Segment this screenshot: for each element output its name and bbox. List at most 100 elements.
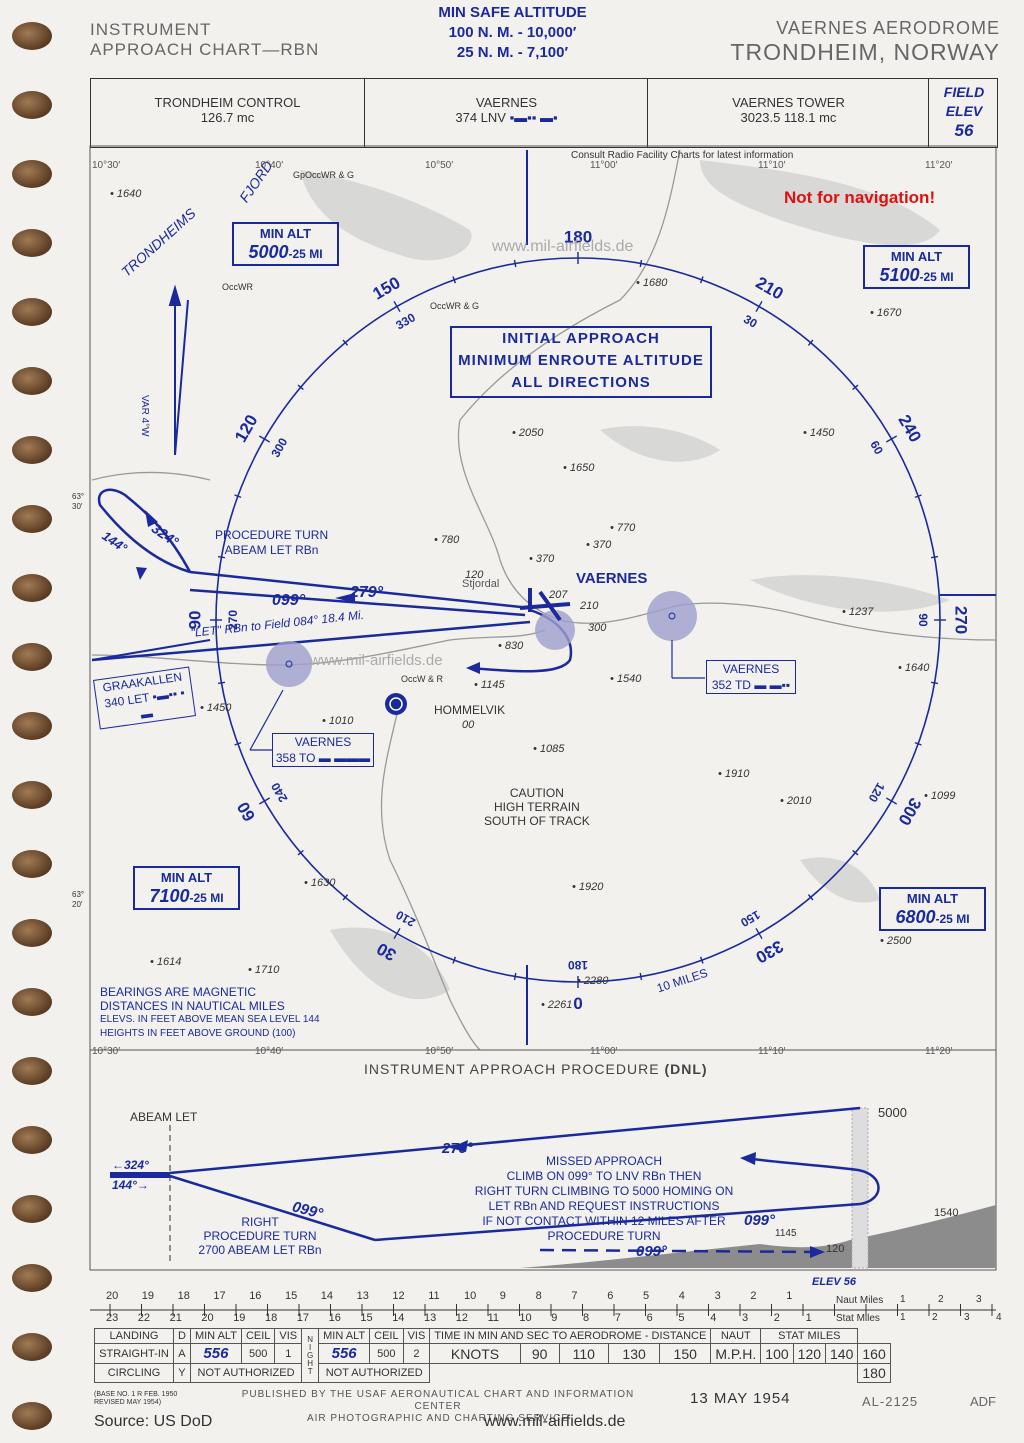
scale-stat-value: 12 — [455, 1312, 469, 1324]
latitude-label-2: 63° 20′ — [72, 890, 85, 909]
binder-ring — [12, 781, 52, 809]
procedure-turn-label: PROCEDURE TURN ABEAM LET RBn — [215, 528, 328, 558]
sector-ne-box: MIN ALT 5100-25 MI — [863, 245, 970, 289]
scale-naut-value: 8 — [535, 1290, 542, 1302]
spot-height: • 1920 — [572, 881, 604, 893]
right-pt-1: RIGHT — [241, 1215, 279, 1229]
spot-height: • 370 — [529, 553, 555, 565]
binder-ring — [12, 1333, 52, 1361]
rose-inner-label: 240 — [268, 780, 290, 805]
abeam-label: ABEAM LET — [130, 1110, 198, 1124]
caution-line1: CAUTION — [509, 786, 564, 800]
spot-height: • 1085 — [533, 743, 565, 755]
chart-notes: BEARINGS ARE MAGNETIC DISTANCES IN NAUTI… — [100, 985, 320, 1041]
mph-120: 120 — [792, 1343, 827, 1364]
watermark-mid: www.mil-airfields.de — [310, 652, 443, 669]
light-label: OccWR & G — [430, 301, 479, 311]
control-cell: TRONDHEIM CONTROL 126.7 mc — [91, 79, 365, 147]
rose-tick — [852, 849, 859, 856]
spot-height: • 1640 — [898, 662, 930, 674]
knots-130: 130 — [608, 1343, 661, 1364]
night-ceil: 500 — [369, 1343, 404, 1364]
scale-stat-value: 15 — [360, 1312, 373, 1324]
binder-ring — [12, 22, 52, 50]
profile-title: INSTRUMENT APPROACH PROCEDURE (DNL) — [364, 1061, 708, 1077]
missed-3: RIGHT TURN CLIMBING TO 5000 HOMING ON — [474, 1184, 734, 1198]
rose-inner-label: 60 — [867, 438, 886, 457]
rose-outer-label: 180 — [564, 227, 592, 246]
rose-outer-label: 0 — [573, 994, 582, 1013]
rose-tick — [258, 797, 271, 805]
beacon-td-box: VAERNES 352 TD ▬ ▬▪▪ — [706, 660, 796, 694]
scale-naut-value: 14 — [320, 1290, 334, 1302]
rose-tick — [258, 435, 271, 443]
rose-tick — [699, 276, 704, 284]
watermark-top: www.mil-airfields.de — [492, 238, 634, 255]
night-g: G — [307, 1350, 314, 1360]
binder-ring — [12, 505, 52, 533]
rose-outer-label: 210 — [752, 273, 786, 304]
min-safe-altitude: MIN SAFE ALTITUDE 100 N. M. - 10,000′ 25… — [400, 3, 625, 63]
town-hommelvik: HOMMELVIK — [434, 703, 506, 717]
mph-label: M.P.H. — [710, 1343, 762, 1364]
night-vis: 2 — [402, 1343, 431, 1364]
spot-height: 300 — [588, 622, 607, 634]
rose-tick — [807, 894, 814, 901]
missed-approach-text: MISSED APPROACH CLIMB ON 099° TO LNV RBn… — [446, 1154, 762, 1244]
sector-sw-label: MIN ALT — [160, 870, 213, 885]
lon-top-label: 11°10′ — [758, 160, 786, 171]
night-not-auth: NOT AUTHORIZED — [318, 1363, 431, 1383]
spot-height: • 2500 — [880, 935, 912, 947]
caution-note: CAUTION HIGH TERRAIN SOUTH OF TRACK — [484, 786, 590, 828]
scale-stat-value: 1 — [805, 1312, 812, 1324]
spot-height: • 370 — [586, 539, 612, 551]
knots-label: KNOTS — [429, 1343, 521, 1364]
night-i: I — [309, 1342, 312, 1352]
col-vis-n: VIS — [402, 1328, 431, 1344]
light-label: GpOccWR & G — [293, 170, 355, 180]
procedure-turn-line2: ABEAM LET RBn — [224, 543, 319, 557]
profile-arrows — [450, 1140, 825, 1258]
base-note: (BASE NO. 1 R FEB. 1950 REVISED MAY 1954… — [94, 1391, 178, 1406]
naut-miles-label: Naut Miles — [836, 1295, 884, 1306]
caution-line2: HIGH TERRAIN — [494, 800, 580, 814]
chart-number: AL-2125 — [862, 1394, 919, 1409]
chart-type: ADF — [970, 1394, 996, 1409]
spot-height: 00 — [462, 719, 475, 731]
lighthouse-icon — [385, 693, 407, 715]
profile-missed-shade — [851, 1107, 869, 1269]
rose-inner-label: 180 — [568, 958, 588, 972]
col-min-alt-n: MIN ALT — [318, 1328, 371, 1344]
profile-099b: 099° — [744, 1212, 776, 1229]
binder-ring — [12, 1057, 52, 1085]
airport-runway-icon — [519, 588, 571, 622]
rose-outer-label: 240 — [894, 411, 925, 445]
rose-tick — [885, 435, 898, 443]
knots-90: 90 — [519, 1343, 560, 1364]
beacon-to-symbol — [535, 610, 575, 650]
course-279-label: 279° — [350, 584, 384, 601]
rose-inner-label: 150 — [738, 908, 763, 930]
rose-tick — [513, 259, 517, 268]
rose-outer-label: 90 — [185, 611, 204, 630]
missed-5: IF NOT CONTACT WITHIN 12 MILES AFTER — [482, 1214, 726, 1228]
spot-height: • 1450 — [200, 702, 232, 714]
beacon-td-id: 352 TD — [711, 678, 751, 692]
right-pt-2: PROCEDURE TURN — [203, 1229, 317, 1243]
caution-line3: SOUTH OF TRACK — [484, 814, 590, 828]
light-label: OccW & R — [401, 674, 443, 684]
stat-col: STAT MILES — [760, 1328, 859, 1344]
sector-sw-range: -25 MI — [189, 891, 224, 905]
profile-alt-5000: 5000 — [878, 1105, 907, 1120]
note-1: BEARINGS ARE MAGNETIC — [100, 985, 257, 999]
missed-1: MISSED APPROACH — [545, 1154, 663, 1168]
lon-bottom-label: 10°30′ — [92, 1046, 121, 1057]
coastline — [91, 149, 997, 1051]
msa-title: MIN SAFE ALTITUDE — [438, 4, 587, 21]
town-stjordal: Stjordal — [462, 578, 500, 590]
scale-naut-value: 4 — [678, 1290, 685, 1302]
scale-naut-value: 16 — [249, 1290, 262, 1302]
latitude-label-1: 63° 30′ — [72, 492, 85, 511]
rose-tick — [342, 894, 349, 901]
